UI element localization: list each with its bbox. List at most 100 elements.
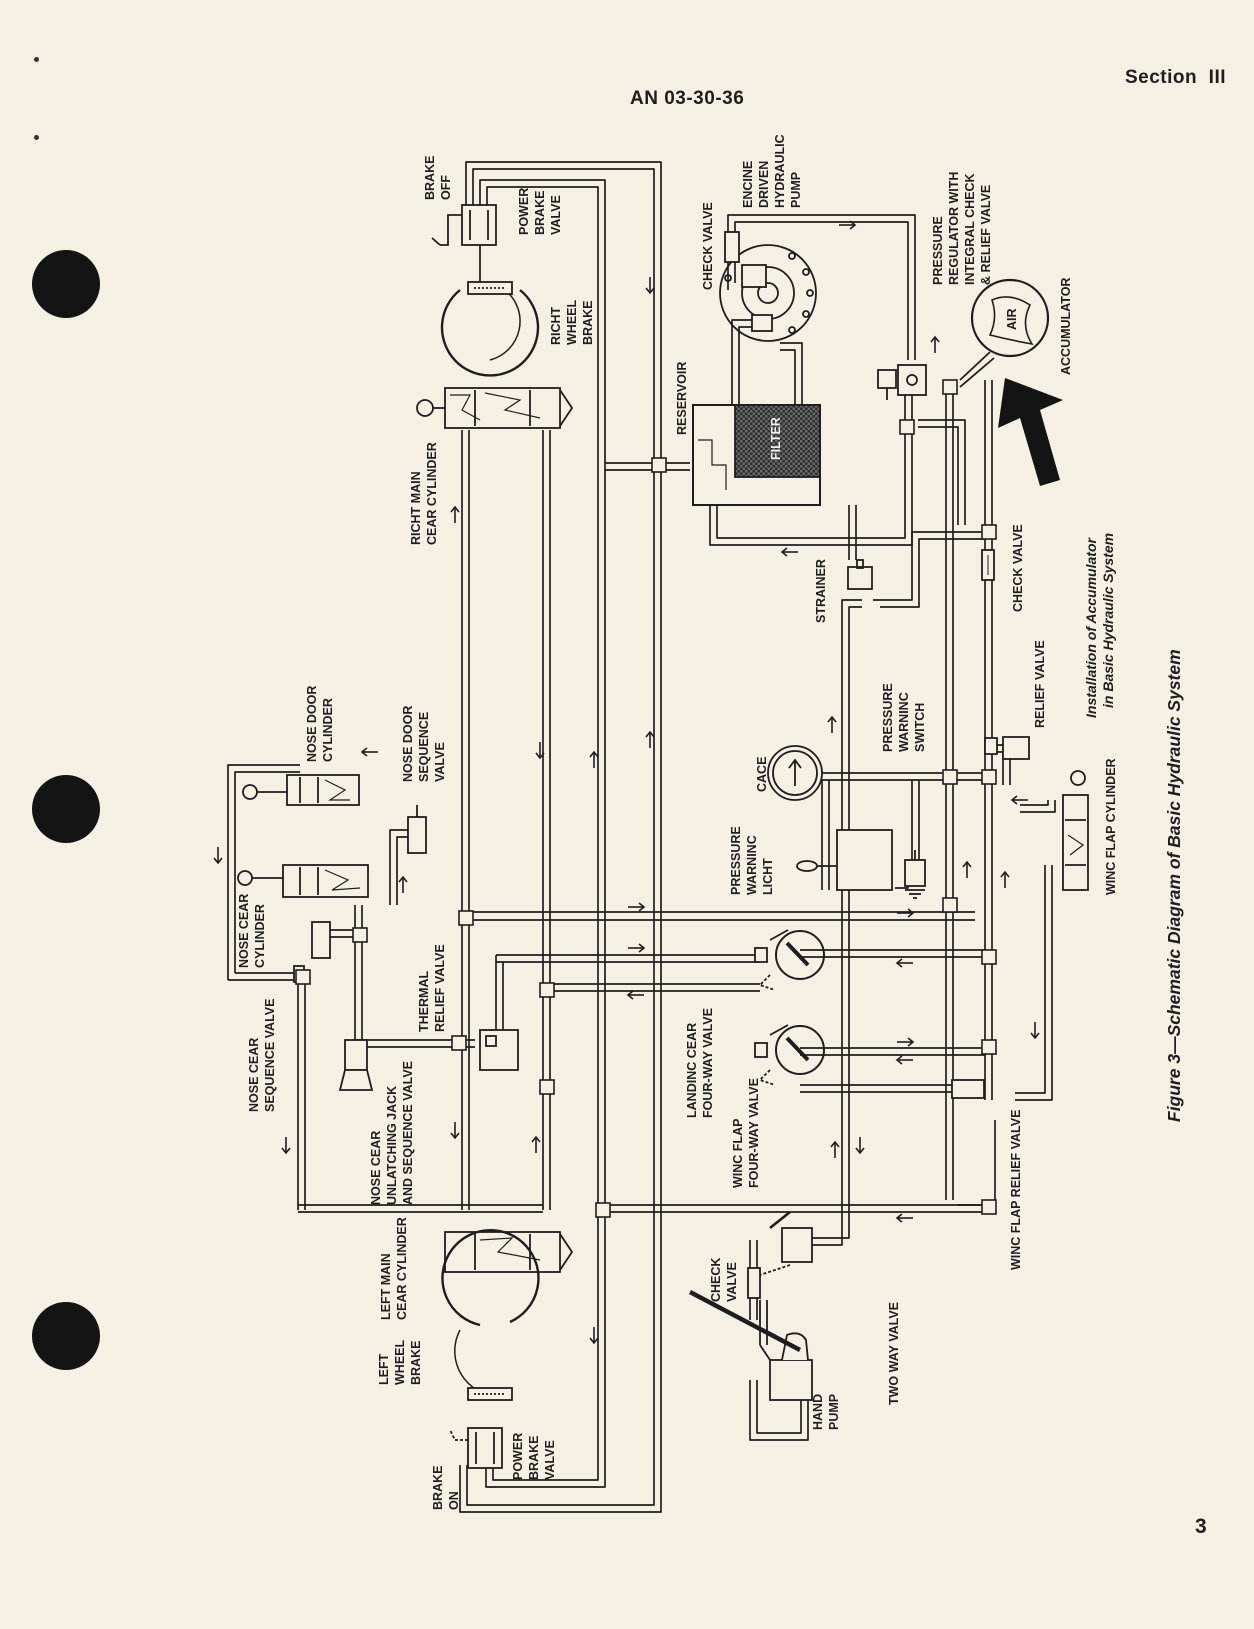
label-line: WINC FLAP bbox=[731, 1119, 745, 1188]
label-line: DRIVEN bbox=[757, 161, 771, 208]
flow-arrows bbox=[213, 220, 1040, 1345]
label-pressure-regulator: PRESSURE REGULATOR WITH INTEGRAL CHECK &… bbox=[931, 172, 993, 285]
label-line: PUMP bbox=[827, 1394, 841, 1430]
label-air: AIR bbox=[1005, 308, 1019, 330]
label-line: CHECK bbox=[709, 1258, 723, 1302]
label-line: RICHT MAIN bbox=[409, 471, 423, 545]
label-line: RELIEF VALVE bbox=[1033, 640, 1047, 728]
caption-line: Figure 3—Schematic Diagram of Basic Hydr… bbox=[1164, 649, 1184, 1122]
label-line: NOSE CEAR bbox=[369, 1131, 383, 1205]
label-line: AND SEQUENCE VALVE bbox=[401, 1061, 415, 1205]
label-brake-off: BRAKE OFF bbox=[423, 156, 453, 200]
label-line: NOSE CEAR bbox=[237, 894, 251, 968]
label-hand-pump: HAND PUMP bbox=[811, 1394, 841, 1430]
label-nose-door-cylinder: NOSE DOOR CYLINDER bbox=[305, 686, 335, 762]
label-relief-valve: RELIEF VALVE bbox=[1033, 640, 1047, 728]
label-right-wheel-brake: RICHT WHEEL BRAKE bbox=[549, 300, 595, 346]
label-nose-gear-cylinder: NOSE CEAR CYLINDER bbox=[237, 894, 267, 968]
components bbox=[237, 204, 1089, 1469]
label-wing-flap-relief-valve: WINC FLAP RELIEF VALVE bbox=[1009, 1110, 1023, 1270]
label-line: POWER bbox=[511, 1433, 525, 1480]
label-line: LANDINC CEAR bbox=[685, 1023, 699, 1118]
label-line: LICHT bbox=[761, 858, 775, 895]
label-wing-flap-cylinder: WINC FLAP CYLINDER bbox=[1104, 758, 1118, 895]
label-line: THERMAL bbox=[417, 971, 431, 1032]
label-line: REGULATOR WITH bbox=[947, 172, 961, 285]
label-line: FILTER bbox=[769, 417, 783, 460]
binder-hole-top bbox=[32, 250, 100, 318]
binder-hole-middle bbox=[32, 775, 100, 843]
paper-mark bbox=[34, 57, 39, 62]
label-left-wheel-brake: LEFT WHEEL BRAKE bbox=[377, 1340, 423, 1386]
label-line: CEAR CYLINDER bbox=[425, 442, 439, 545]
label-line: NOSE DOOR bbox=[305, 686, 319, 762]
label-nose-gear-unlatching-jack: NOSE CEAR UNLATCHING JACK AND SEQUENCE V… bbox=[369, 1061, 415, 1205]
caption-line: in Basic Hydraulic System bbox=[1100, 533, 1116, 708]
label-left-main-gear-cylinder: LEFT MAIN CEAR CYLINDER bbox=[379, 1217, 409, 1320]
label-power-brake-valve-top: POWER BRAKE VALVE bbox=[517, 188, 563, 235]
label-line: SEQUENCE VALVE bbox=[263, 999, 277, 1112]
label-line: WHEEL bbox=[393, 1340, 407, 1386]
label-check-valve-top: CHECK VALVE bbox=[701, 202, 715, 290]
document-number: AN 03-30-36 bbox=[630, 88, 745, 109]
label-line: POWER bbox=[517, 188, 531, 235]
label-power-brake-valve-bottom: POWER BRAKE VALVE bbox=[511, 1433, 557, 1480]
label-line: ON bbox=[447, 1491, 461, 1510]
label-line: LEFT MAIN bbox=[379, 1253, 393, 1320]
section-label: Section III bbox=[1125, 67, 1227, 88]
label-accumulator: ACCUMULATOR bbox=[1059, 278, 1073, 375]
label-reservoir: RESERVOIR bbox=[675, 362, 689, 435]
label-line: BRAKE bbox=[423, 156, 437, 200]
label-line: FOUR-WAY VALVE bbox=[747, 1078, 761, 1188]
label-pressure-warning-light: PRESSURE WARNINC LICHT bbox=[729, 826, 775, 895]
label-line: LEFT bbox=[377, 1353, 391, 1385]
label-line: CYLINDER bbox=[321, 698, 335, 762]
fittings bbox=[295, 379, 997, 1218]
label-line: BRAKE bbox=[527, 1436, 541, 1480]
label-line: CEAR CYLINDER bbox=[395, 1217, 409, 1320]
label-line: AIR bbox=[1005, 308, 1019, 330]
label-filter: FILTER bbox=[769, 417, 783, 460]
diagram-labels: BRAKE OFF POWER BRAKE VALVE RICHT WHEEL … bbox=[237, 134, 1184, 1510]
label-engine-pump: ENCINE DRIVEN HYDRAULIC PUMP bbox=[741, 134, 803, 208]
label-line: WARNINC bbox=[745, 835, 759, 895]
label-line: UNLATCHING JACK bbox=[385, 1086, 399, 1205]
label-line: CACE bbox=[755, 757, 769, 792]
label-line: WARNINC bbox=[897, 692, 911, 752]
label-line: FOUR-WAY VALVE bbox=[701, 1008, 715, 1118]
label-line: OFF bbox=[439, 175, 453, 200]
label-line: BRAKE bbox=[431, 1466, 445, 1510]
label-gage: CACE bbox=[755, 757, 769, 792]
paper-mark bbox=[34, 135, 39, 140]
label-line: PRESSURE bbox=[729, 826, 743, 895]
label-two-way-valve: TWO WAY VALVE bbox=[887, 1302, 901, 1405]
label-line: TWO WAY VALVE bbox=[887, 1302, 901, 1405]
label-check-valve-bottom: CHECK VALVE bbox=[709, 1258, 739, 1302]
label-line: WINC FLAP CYLINDER bbox=[1104, 758, 1118, 895]
label-line: RELIEF VALVE bbox=[433, 944, 447, 1032]
label-line: INTEGRAL CHECK bbox=[963, 173, 977, 285]
inset-caption: Installation of Accumulator in Basic Hyd… bbox=[1083, 533, 1116, 718]
label-strainer: STRAINER bbox=[814, 559, 828, 623]
label-line: CYLINDER bbox=[253, 904, 267, 968]
label-line: BRAKE bbox=[581, 301, 595, 345]
label-wing-flap-four-way-valve: WINC FLAP FOUR-WAY VALVE bbox=[731, 1078, 761, 1188]
label-line: WHEEL bbox=[565, 300, 579, 346]
label-right-main-gear-cylinder: RICHT MAIN CEAR CYLINDER bbox=[409, 442, 439, 545]
label-nose-gear-sequence-valve: NOSE CEAR SEQUENCE VALVE bbox=[247, 999, 277, 1112]
label-line: VALVE bbox=[433, 742, 447, 782]
hydraulic-lines bbox=[227, 161, 1056, 1513]
label-line: CHECK VALVE bbox=[1011, 524, 1025, 612]
caption-line: Installation of Accumulator bbox=[1083, 537, 1099, 718]
label-line: CHECK VALVE bbox=[701, 202, 715, 290]
label-line: PRESSURE bbox=[931, 216, 945, 285]
label-line: NOSE CEAR bbox=[247, 1038, 261, 1112]
label-thermal-relief-valve: THERMAL RELIEF VALVE bbox=[417, 944, 447, 1032]
label-line: HYDRAULIC bbox=[773, 134, 787, 208]
label-line: SEQUENCE bbox=[417, 712, 431, 782]
figure-caption: Figure 3—Schematic Diagram of Basic Hydr… bbox=[1164, 649, 1184, 1122]
label-line: RESERVOIR bbox=[675, 362, 689, 435]
label-line: ACCUMULATOR bbox=[1059, 278, 1073, 375]
